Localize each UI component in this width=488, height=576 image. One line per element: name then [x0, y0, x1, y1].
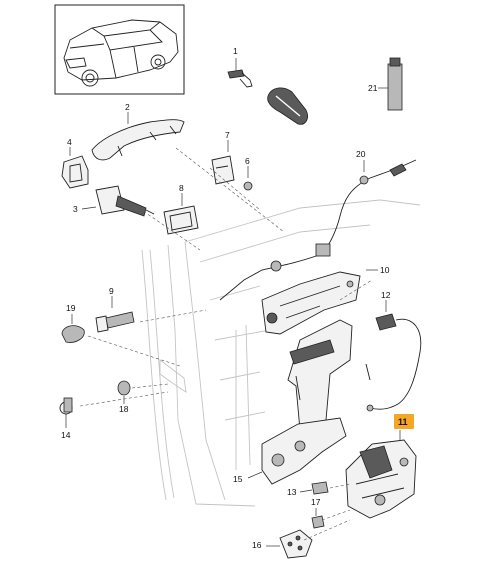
callout-15: 15	[233, 474, 243, 484]
part-14-push-clip	[59, 397, 73, 428]
part-7-bezel-clip	[211, 140, 235, 185]
callout-17: 17	[311, 497, 321, 507]
key-fob	[267, 87, 308, 125]
callout-10: 10	[380, 265, 390, 275]
part-4-handle-cap	[61, 147, 89, 189]
part-2-door-handle	[91, 112, 185, 161]
callout-14: 14	[61, 430, 71, 440]
door-module-bracket	[287, 319, 353, 431]
callout-20: 20	[356, 149, 366, 159]
door-outline	[141, 199, 421, 507]
callout-7: 7	[225, 130, 230, 140]
part-11-door-lock	[345, 430, 417, 519]
part-9-bolt	[95, 296, 135, 333]
part-13-screw	[299, 481, 329, 495]
part-21-spray-can	[378, 57, 403, 111]
part-6-screw	[243, 166, 253, 191]
part-8-gasket	[163, 193, 199, 235]
part-10-handle-carrier	[261, 269, 378, 335]
callout-2: 2	[125, 102, 130, 112]
callout-16: 16	[252, 540, 262, 550]
part-20-release-cable	[219, 159, 417, 301]
callout-11-highlight: 11	[394, 414, 414, 429]
callout-6: 6	[245, 156, 250, 166]
callout-19: 19	[66, 303, 76, 313]
callout-8: 8	[179, 183, 184, 193]
callout-1: 1	[233, 46, 238, 56]
callout-18: 18	[119, 404, 129, 414]
part-3-lock-cylinder	[81, 185, 155, 217]
part-15-bracket-plate	[247, 417, 347, 485]
part-19-plug	[61, 314, 85, 343]
part-12-cable-clip	[365, 300, 422, 412]
callout-11: 11	[398, 417, 408, 427]
callout-labels: 1 2 3 4 6 7 8 9 10 11 12 13 14 15 16 17 …	[61, 46, 414, 550]
callout-4: 4	[67, 137, 72, 147]
part-17-screw	[311, 508, 325, 529]
callout-21: 21	[368, 83, 378, 93]
callout-9: 9	[109, 286, 114, 296]
dashed-guides	[79, 147, 373, 541]
callout-12: 12	[381, 290, 391, 300]
vehicle-thumbnail	[54, 4, 185, 95]
part-18-grommet	[117, 380, 131, 404]
part-16-rosette	[266, 529, 313, 559]
callout-13: 13	[287, 487, 297, 497]
callout-3: 3	[73, 204, 78, 214]
part-1-screw	[227, 58, 253, 88]
